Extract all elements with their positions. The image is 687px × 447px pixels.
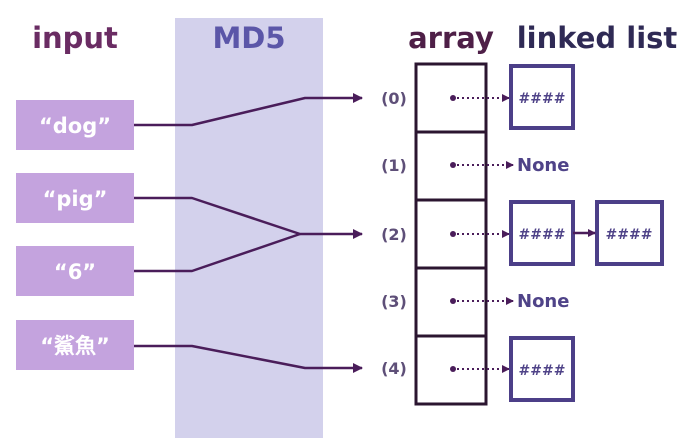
array-index-0: (0) <box>381 89 407 108</box>
node-hash-label: #### <box>519 91 566 107</box>
node-hash-label: #### <box>606 227 653 243</box>
input-item-dog: “dog” <box>16 100 134 150</box>
input-label: “6” <box>54 260 96 284</box>
input-label: “pig” <box>43 187 108 211</box>
array-index-3: (3) <box>381 292 407 311</box>
array-header: array <box>408 21 494 55</box>
pointer-dot <box>450 162 456 168</box>
map-line-6 <box>134 232 301 273</box>
input-label: “鯊魚” <box>40 334 110 358</box>
linked-list-header: linked list <box>517 21 678 55</box>
input-item-pig: “pig” <box>16 173 134 223</box>
array-index-1: (1) <box>381 156 407 175</box>
map-line-shark <box>134 344 363 373</box>
pointer-dot <box>450 231 456 237</box>
md5-band <box>175 18 323 438</box>
array-cell-4 <box>414 334 488 406</box>
list-node-4 <box>509 336 575 402</box>
none-label-3: None <box>517 291 569 312</box>
node-hash-label: #### <box>519 363 566 379</box>
array-index-2: (2) <box>381 225 407 244</box>
pointer-dot <box>450 366 456 372</box>
input-item-6: “6” <box>16 246 134 296</box>
input-item-shark: “鯊魚” <box>16 320 134 370</box>
none-label-1: None <box>517 155 569 176</box>
md5-header: MD5 <box>212 21 285 55</box>
list-node-0 <box>509 64 575 130</box>
pointer-dot <box>450 95 456 101</box>
input-header: input <box>32 21 118 55</box>
list-node-2a <box>509 200 575 266</box>
node-hash-label: #### <box>519 227 566 243</box>
pointer-dot <box>450 298 456 304</box>
input-label: “dog” <box>39 114 111 138</box>
array-index-4: (4) <box>381 359 407 378</box>
map-line-dog <box>134 93 363 127</box>
map-line-pig <box>134 196 363 239</box>
list-node-2b <box>595 200 664 266</box>
